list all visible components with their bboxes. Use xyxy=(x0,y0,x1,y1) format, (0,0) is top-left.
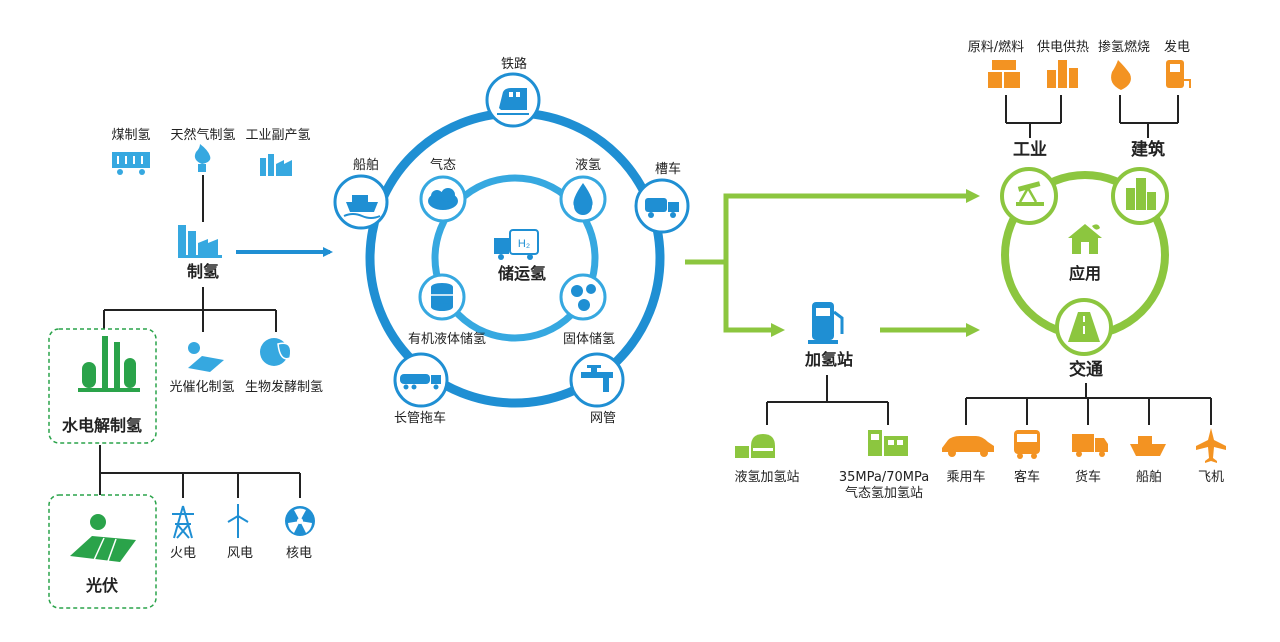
storage-ship-label: 船舶 xyxy=(352,158,380,173)
application-title: 应用 xyxy=(1068,264,1102,283)
power-thermal-label: 火电 xyxy=(169,546,197,561)
airplane-icon xyxy=(1196,428,1226,463)
station-gas-label: 气态氢加氢站 xyxy=(844,486,924,501)
storage-solid-label: 固体储氢 xyxy=(562,332,616,347)
app-power-label: 发电 xyxy=(1163,40,1191,55)
lh2-station-icon xyxy=(735,434,775,458)
pipeline-icon xyxy=(581,365,613,392)
power-wind-label: 风电 xyxy=(226,546,254,561)
car-icon xyxy=(942,436,994,457)
production-title: 制氢 xyxy=(186,262,220,281)
tube-trailer-icon xyxy=(400,374,441,390)
train-icon xyxy=(497,88,529,115)
truck-icon xyxy=(1072,434,1108,457)
bus-icon xyxy=(1014,430,1040,459)
tank-truck-icon xyxy=(645,198,679,218)
ship-icon xyxy=(343,195,381,219)
liquid-drop-icon xyxy=(573,183,593,215)
vehicle-truck-label: 货车 xyxy=(1074,470,1102,485)
station-pressure-label: 35MPa/70MPa xyxy=(838,470,930,485)
pv-title: 光伏 xyxy=(85,576,119,595)
gas-flame-icon xyxy=(194,144,211,172)
solar-panel-icon xyxy=(70,514,136,562)
green-flow-lines xyxy=(685,189,980,337)
generator-icon xyxy=(1166,60,1191,88)
hydrogen-plant-icon xyxy=(178,225,222,258)
method-bio-label: 生物发酵制氢 xyxy=(244,380,324,395)
source-gas-label: 天然气制氢 xyxy=(170,128,236,143)
app-heat-label: 供电供热 xyxy=(1036,40,1090,55)
molecule-icon xyxy=(571,284,596,311)
storage-rail-label: 铁路 xyxy=(500,57,528,72)
oil-pump-icon xyxy=(1016,181,1044,206)
station-title: 加氢站 xyxy=(804,350,854,369)
source-coal-label: 煤制氢 xyxy=(111,128,151,143)
application-tree-lines xyxy=(965,95,1212,425)
method-photocatalysis-label: 光催化制氢 xyxy=(169,380,235,395)
electrolysis-plant-icon xyxy=(78,336,140,392)
vehicle-bus-label: 客车 xyxy=(1013,470,1041,485)
production-tree-lines xyxy=(99,175,301,498)
heat-supply-icon xyxy=(1047,60,1078,88)
house-icon xyxy=(1068,224,1102,254)
buildings-icon xyxy=(1126,178,1156,210)
gas-cloud-icon xyxy=(428,188,458,210)
nuclear-icon xyxy=(285,506,315,536)
vehicle-car-label: 乘用车 xyxy=(946,470,986,485)
transport-title: 交通 xyxy=(1069,360,1103,380)
storage-inner-ring xyxy=(431,174,599,342)
solar-catalysis-icon xyxy=(188,342,224,372)
storage-pipeline-label: 网管 xyxy=(589,411,617,426)
wind-turbine-icon xyxy=(227,504,249,538)
storage-title: 储运氢 xyxy=(497,264,547,283)
raw-material-icon xyxy=(988,60,1020,88)
h2-truck-icon: H₂ xyxy=(494,229,539,260)
vehicle-ship-label: 船舶 xyxy=(1135,470,1163,485)
storage-gas-label: 气态 xyxy=(429,158,457,173)
boat-icon xyxy=(1130,436,1166,456)
storage-tanker-label: 槽车 xyxy=(654,162,682,177)
storage-liquid-label: 液氢 xyxy=(574,158,602,173)
storage-tube-trailer-label: 长管拖车 xyxy=(393,411,447,426)
factory-icon xyxy=(260,154,292,176)
svg-text:H₂: H₂ xyxy=(518,238,530,250)
source-industrial-label: 工业副产氢 xyxy=(245,128,311,143)
station-lh2-label: 液氢加氢站 xyxy=(734,470,800,485)
fire-icon xyxy=(1111,60,1131,90)
gas-station-icon xyxy=(868,430,908,456)
station-tree-lines xyxy=(766,375,889,425)
building-title: 建筑 xyxy=(1131,140,1165,160)
power-nuclear-label: 核电 xyxy=(285,546,313,561)
app-raw-material-label: 原料/燃料 xyxy=(967,40,1025,55)
power-tower-icon xyxy=(172,505,194,539)
bio-leaf-icon xyxy=(260,338,292,366)
vehicle-plane-label: 飞机 xyxy=(1197,470,1225,485)
industry-title: 工业 xyxy=(1013,140,1047,160)
app-blending-label: 掺氢燃烧 xyxy=(1097,40,1151,55)
coal-train-icon xyxy=(112,152,150,175)
storage-organic-label: 有机液体储氢 xyxy=(407,332,487,347)
fuel-pump-icon xyxy=(808,302,844,344)
oil-barrel-icon xyxy=(431,283,453,311)
electrolysis-title: 水电解制氢 xyxy=(61,416,143,435)
road-icon xyxy=(1068,312,1100,342)
